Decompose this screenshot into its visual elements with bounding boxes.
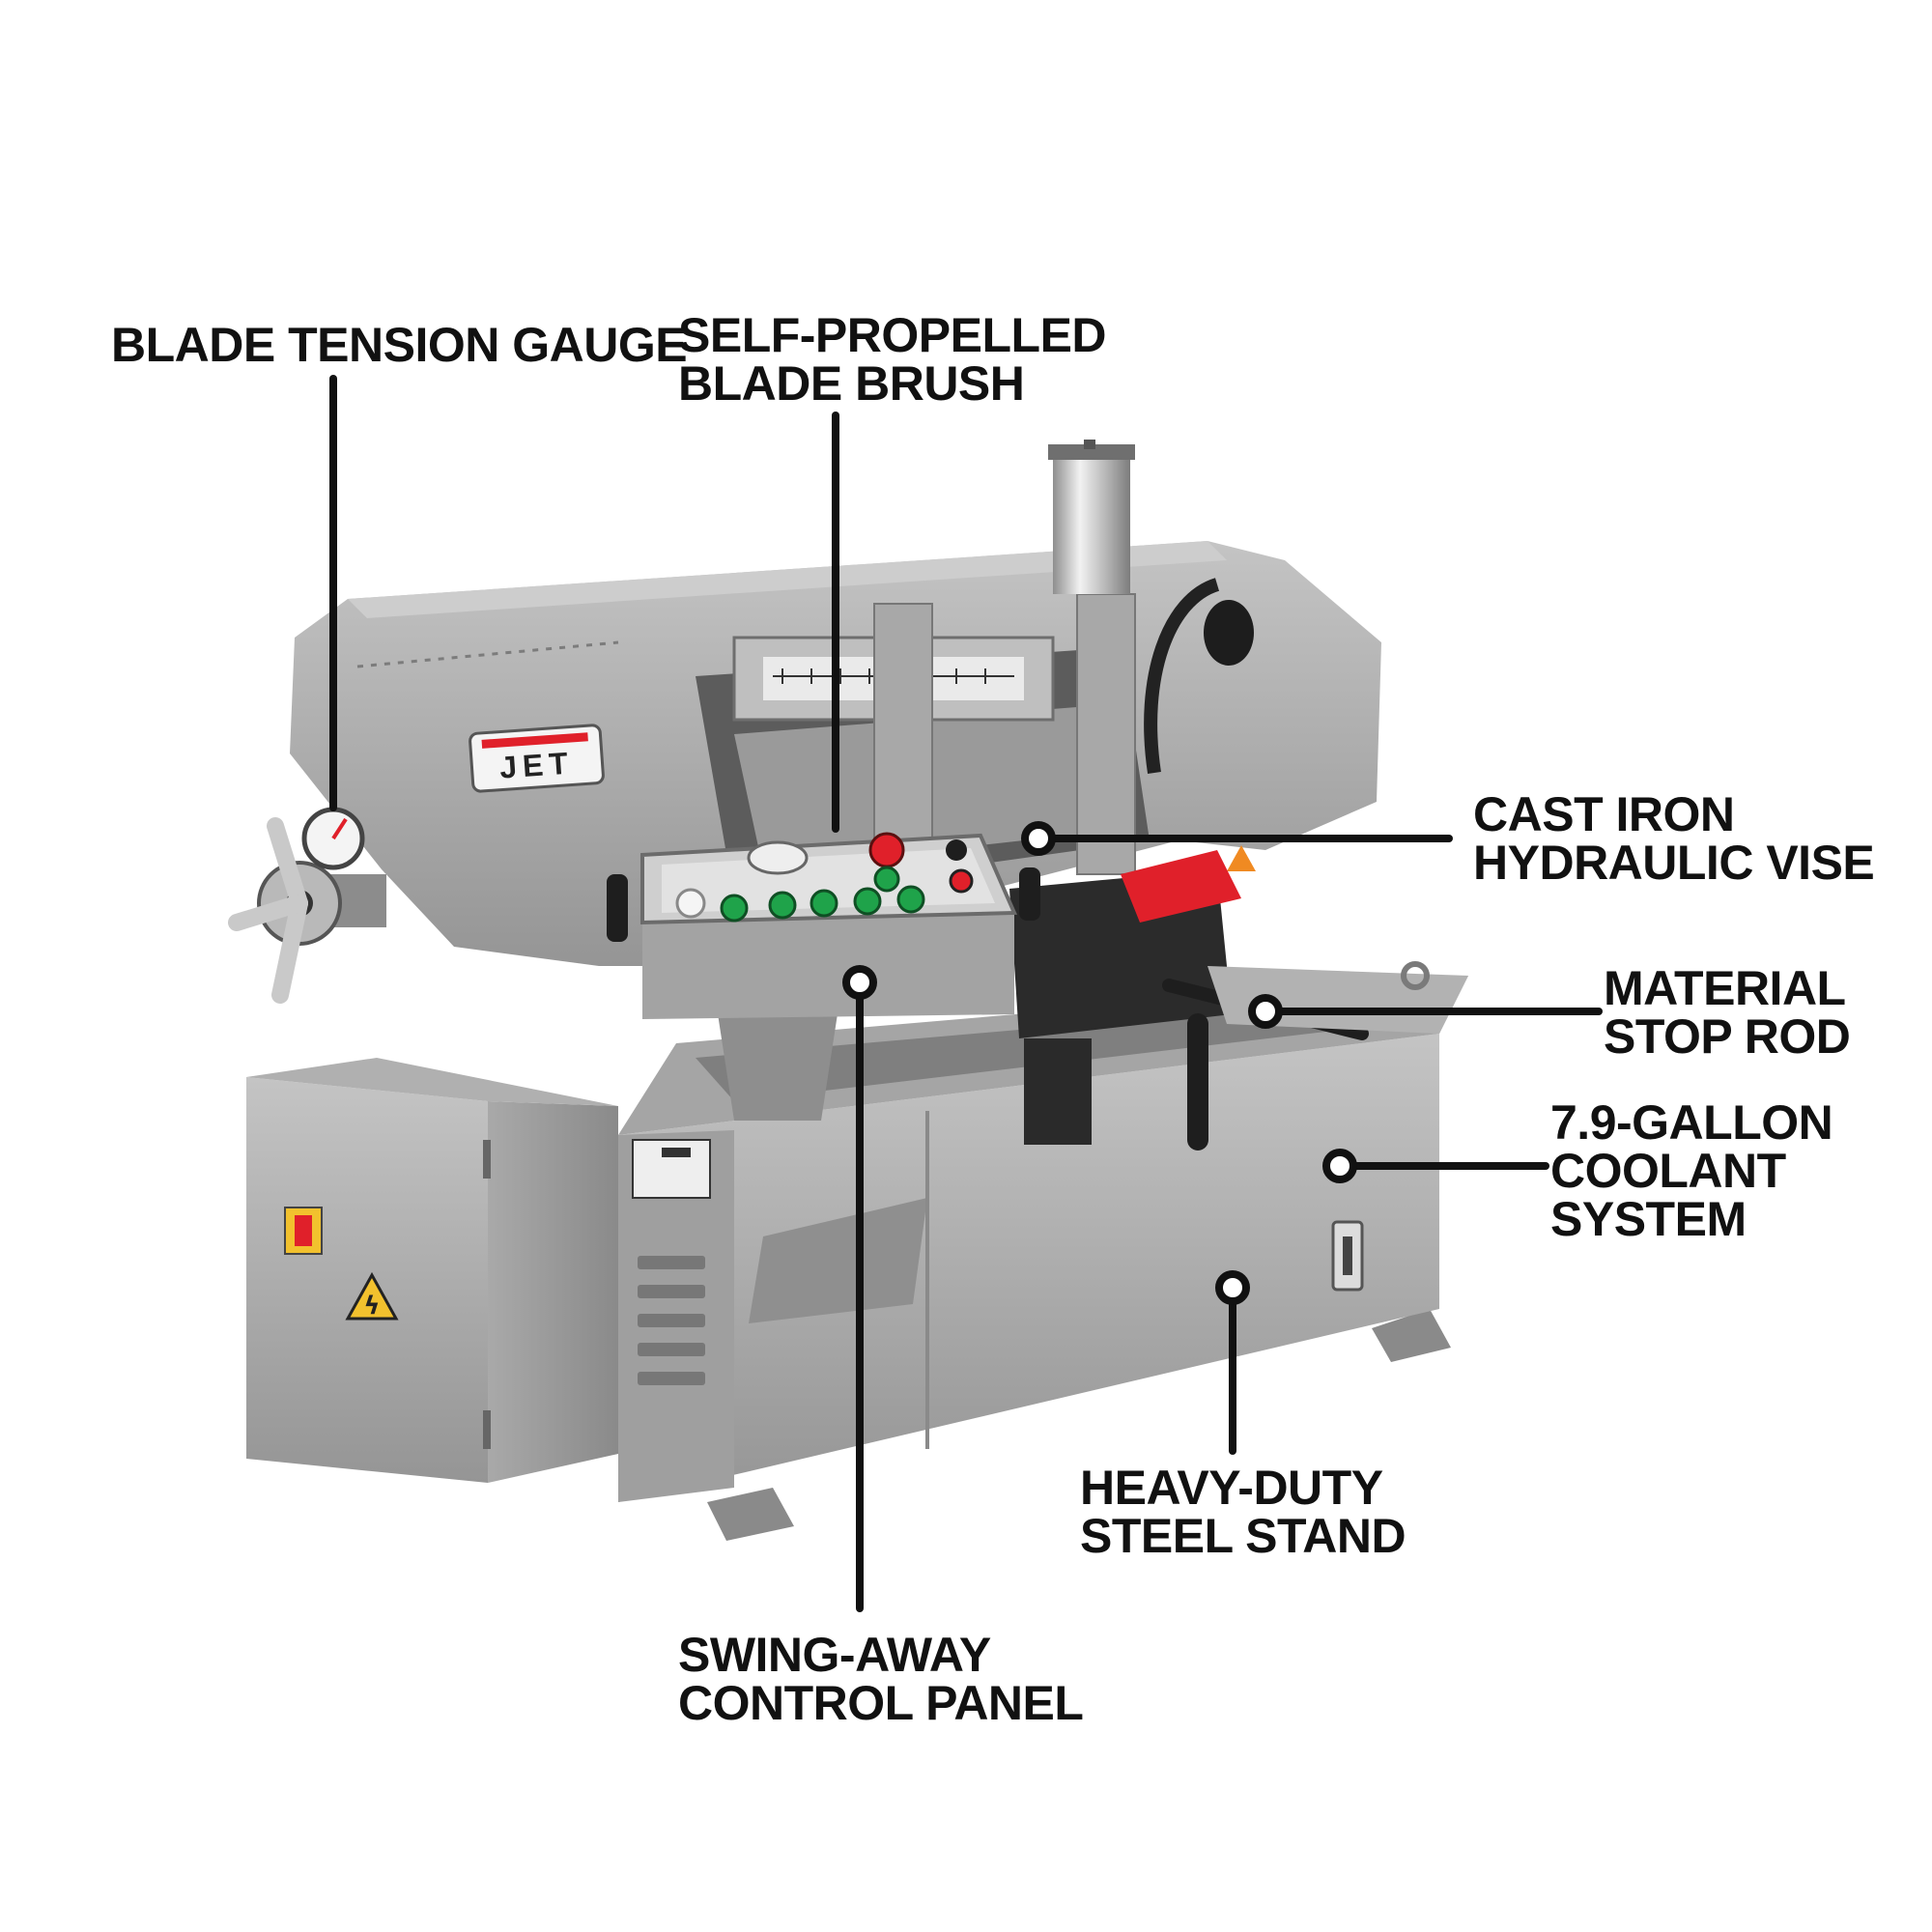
callout-control-panel: SWING-AWAY CONTROL PANEL [678, 1628, 1084, 1730]
panel-box-front [642, 913, 1014, 1019]
jet-logo: JET [498, 745, 575, 784]
callout-hydraulic-vise-line1: CAST IRON [1473, 787, 1735, 841]
callout-coolant-line3: SYSTEM [1550, 1192, 1747, 1246]
panel-handle-right [1019, 867, 1040, 921]
svg-text:ϟ: ϟ [363, 1292, 380, 1321]
leader-dot-coolant [1322, 1149, 1357, 1183]
leader-dot-stand [1215, 1270, 1250, 1305]
electrical-hazard-label [345, 1271, 399, 1321]
lifting-eye [1401, 961, 1430, 990]
callout-blade-tension-gauge-line1: BLADE TENSION GAUGE [111, 318, 688, 372]
selector-switch-top [946, 839, 967, 861]
callout-stand-line1: HEAVY-DUTY [1080, 1461, 1383, 1515]
bow-cover-dashes [356, 640, 619, 668]
panel-swing-arm [715, 995, 840, 1121]
bow-top-rail [348, 541, 1227, 618]
selector-switch-red [949, 868, 974, 894]
feed-rate-knob [747, 840, 809, 875]
callout-coolant: 7.9-GALLON COOLANT SYSTEM [1550, 1098, 1833, 1243]
callout-hydraulic-vise-line2: HYDRAULIC VISE [1473, 836, 1875, 890]
tension-handwheel-spokes [228, 817, 308, 1004]
disconnect-handle [295, 1215, 312, 1246]
callout-stop-rod: MATERIAL STOP ROD [1604, 961, 1851, 1064]
hydraulic-vise [1009, 850, 1468, 1151]
callout-stop-rod-line1: MATERIAL [1604, 961, 1846, 1015]
electrical-cabinet: ϟ [246, 1058, 618, 1483]
cabinet-hinge-bottom [483, 1410, 491, 1449]
work-lamp-arm [1144, 578, 1220, 775]
stand-recess [749, 1198, 927, 1323]
power-indicator [675, 888, 706, 919]
callout-coolant-line2: COOLANT [1550, 1144, 1786, 1198]
blade-tension-assembly [228, 807, 386, 1004]
leader-dot-hydraulic-vise [1021, 821, 1056, 856]
callout-coolant-line1: 7.9-GALLON [1550, 1095, 1833, 1150]
blade-guide-arm-right [1076, 593, 1136, 875]
leader-lines [329, 375, 1603, 1612]
panel-handle-left [607, 874, 628, 942]
callout-stand: HEAVY-DUTY STEEL STAND [1080, 1463, 1406, 1560]
cabinet-front [246, 1077, 488, 1483]
leader-dot-stop-rod [1248, 994, 1283, 1029]
callout-hydraulic-vise: CAST IRON HYDRAULIC VISE [1473, 787, 1875, 890]
work-lamp [1204, 600, 1254, 666]
vise-column [1024, 1038, 1092, 1145]
callout-control-panel-line1: SWING-AWAY [678, 1628, 991, 1682]
cabinet-top [246, 1058, 618, 1106]
callout-blade-brush-line1: SELF-PROPELLED [678, 308, 1107, 362]
feed-cylinder [1053, 454, 1130, 594]
stand-front-panel [618, 1034, 1439, 1502]
callout-control-panel-line2: CONTROL PANEL [678, 1676, 1084, 1730]
cabinet-side [488, 1101, 618, 1483]
callout-blade-tension-gauge: BLADE TENSION GAUGE [111, 318, 688, 372]
vise-jaw [1121, 850, 1241, 923]
stand-foot-right [1372, 1309, 1451, 1362]
control-panel [607, 832, 1040, 1121]
green-buttons [720, 866, 925, 923]
stand-foot-left [707, 1488, 794, 1541]
warning-sticker [1227, 845, 1256, 871]
emergency-stop-button [868, 832, 905, 868]
callout-stop-rod-line2: STOP ROD [1604, 1009, 1851, 1064]
cabinet-hinge-top [483, 1140, 491, 1179]
vent-slots [638, 1256, 705, 1385]
leader-dot-control-panel [842, 965, 877, 1000]
callout-blade-brush: SELF-PROPELLED BLADE BRUSH [678, 308, 1107, 411]
callout-blade-brush-line2: BLADE BRUSH [678, 356, 1025, 411]
callout-stand-line2: STEEL STAND [1080, 1509, 1406, 1563]
